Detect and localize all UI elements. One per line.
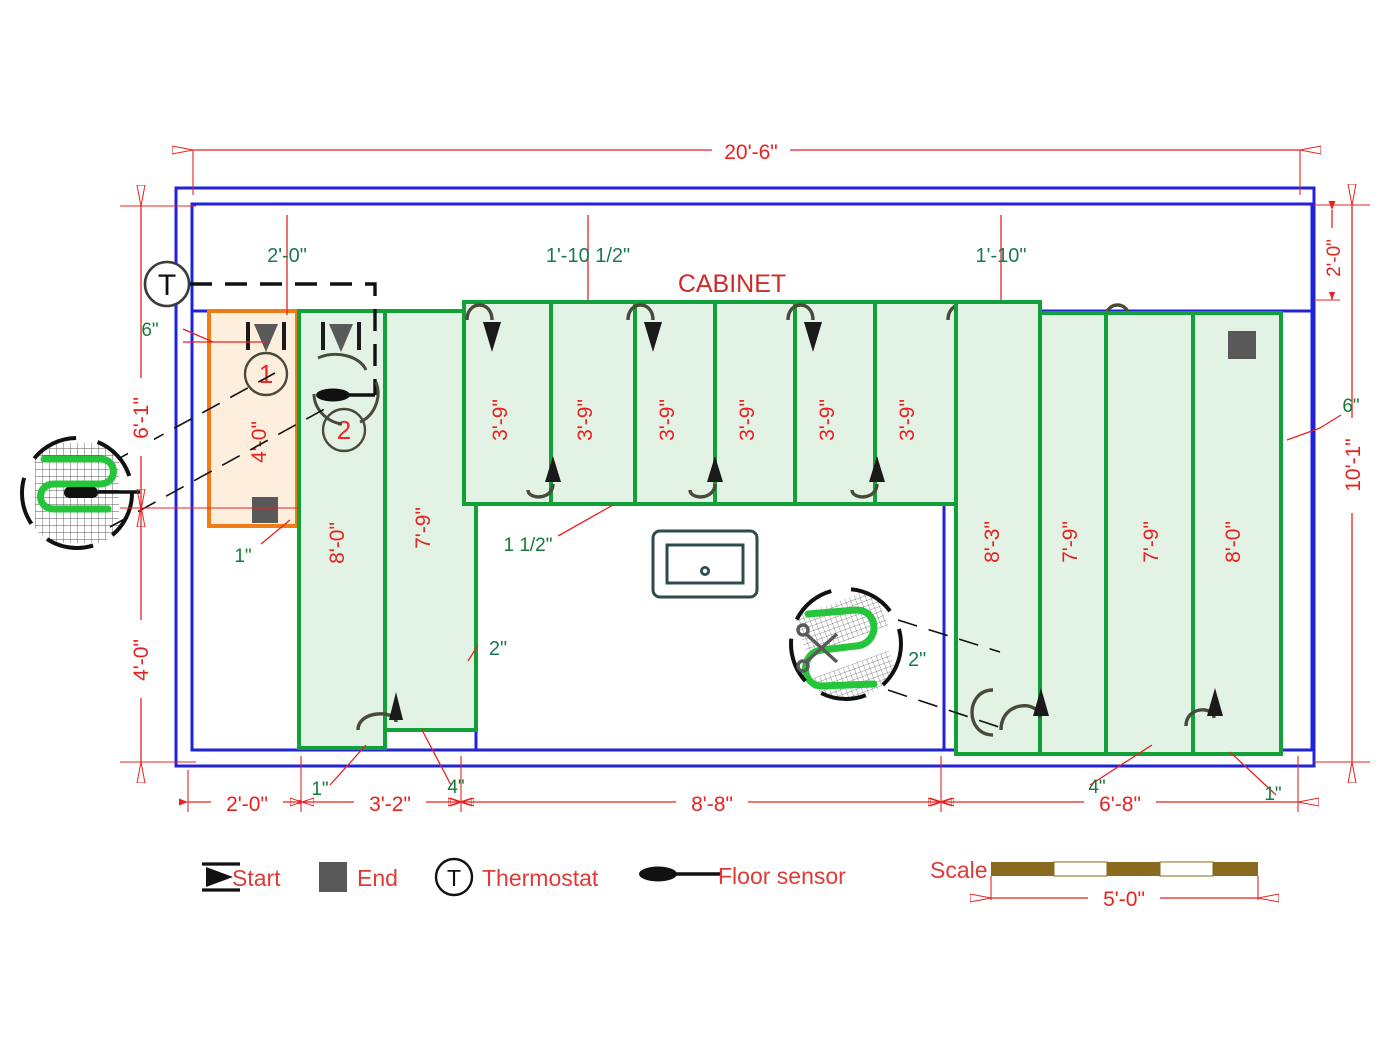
legend-item-start: Start bbox=[202, 862, 281, 892]
callout-bottom-4in-right: 4" bbox=[1088, 777, 1105, 798]
zone-bubble-2-label: 2 bbox=[337, 415, 351, 445]
dimension-right-top: 2'-0" bbox=[1324, 239, 1345, 277]
callout-1-5in: 1 1/2" bbox=[503, 535, 552, 556]
wall-outline-inner bbox=[190, 202, 1314, 752]
detail-bubble-left bbox=[20, 372, 331, 550]
cabinet-label: CABINET bbox=[678, 270, 786, 298]
end-icon bbox=[1228, 331, 1256, 359]
mat-label-r4: 8'-0" bbox=[1222, 521, 1245, 563]
dimension-bottom-3: 8'-8" bbox=[691, 793, 733, 816]
thermostat-icon: T bbox=[447, 865, 461, 891]
dimension-bottom-4: 6'-8" bbox=[1099, 793, 1141, 816]
legend-item-end: End bbox=[319, 862, 398, 892]
mat-label-r3: 7'-9" bbox=[1140, 521, 1163, 563]
mat-zone1[interactable]: 4'-0" 1 bbox=[207, 309, 299, 528]
top-callouts: 2'-0" 1'-10 1/2" 1'-10" bbox=[267, 215, 1026, 315]
sensor-conduit-line bbox=[190, 282, 377, 402]
legend-label-start: Start bbox=[232, 865, 281, 891]
mat-zone2-left[interactable]: 8'-0" 7'-9" 2 bbox=[297, 309, 478, 750]
sensor-coil-marks bbox=[312, 353, 380, 426]
turn-arrow bbox=[356, 692, 403, 731]
dimension-top-overall: 20'-6" bbox=[193, 138, 1300, 195]
mat-label-l1: 8'-0" bbox=[326, 522, 349, 564]
legend-item-floor-sensor: Floor sensor bbox=[639, 863, 846, 889]
mat-right-group[interactable]: 8'-3" 7'-9" 7'-9" 8'-0" bbox=[954, 300, 1283, 756]
dimension-left-lower: 4'-0" bbox=[130, 639, 153, 681]
dimension-bottom-1: 2'-0" bbox=[226, 793, 268, 816]
callout-bottom-4in-left: 4" bbox=[447, 777, 464, 798]
callout-left-6in: 6" bbox=[141, 320, 158, 341]
dimension-bottom-2: 3'-2" bbox=[369, 793, 411, 816]
mat-label-m3: 3'-9" bbox=[656, 399, 679, 441]
legend-label-thermostat: Thermostat bbox=[482, 865, 599, 891]
dimension-top-label: 20'-6" bbox=[724, 141, 778, 164]
scale-label: Scale bbox=[930, 857, 988, 883]
zone-bubble-1-label: 1 bbox=[259, 359, 273, 389]
wall-outline-outer bbox=[174, 186, 1316, 768]
callout-2in-left: 2" bbox=[489, 638, 507, 660]
mat-label-l2: 7'-9" bbox=[412, 507, 435, 549]
appliance-box bbox=[651, 529, 759, 599]
start-icon bbox=[246, 322, 286, 352]
zone-bubble-2 bbox=[321, 407, 367, 453]
floor-sensor-icon bbox=[639, 866, 677, 882]
zone-bubble-1 bbox=[243, 351, 289, 397]
scale-value: 5'-0" bbox=[1103, 888, 1145, 911]
mat-label-zone1: 4'-0" bbox=[248, 421, 271, 463]
scale-bar: Scale 5'-0" bbox=[930, 857, 1258, 911]
mat-middle-group[interactable]: 3'-9" 3'-9" 3'-9" 3'-9" 3'-9" 3'-9" bbox=[462, 300, 1139, 506]
mat-label-r1: 8'-3" bbox=[981, 521, 1004, 563]
scissors-icon bbox=[796, 623, 839, 673]
end-icon bbox=[252, 497, 278, 523]
dimension-left-upper: 6'-1" bbox=[130, 397, 153, 439]
dimension-bottom-chain: 2'-0" 3'-2" 8'-8" 6'-8" bbox=[179, 756, 1298, 816]
mat-label-m1: 3'-9" bbox=[489, 399, 512, 441]
scale-bar-graphic bbox=[991, 861, 1258, 877]
callout-right-6in: 6" bbox=[1342, 396, 1359, 417]
callout-bottom-1in-right: 1" bbox=[1264, 784, 1281, 805]
turn-arrow bbox=[970, 688, 1223, 737]
callout-top-3: 1'-10" bbox=[976, 245, 1027, 267]
start-icon bbox=[321, 322, 361, 352]
detail-right-label: 2" bbox=[908, 649, 926, 671]
mat-label-m5: 3'-9" bbox=[816, 399, 839, 441]
callout-1in-zone1: 1" bbox=[234, 546, 251, 567]
interior-callouts: 1" 2" 1 1/2" bbox=[234, 504, 614, 662]
callout-top-2: 1'-10 1/2" bbox=[546, 245, 630, 267]
thermostat-label: T bbox=[158, 269, 176, 302]
mat-label-m2: 3'-9" bbox=[574, 399, 597, 441]
legend-label-end: End bbox=[357, 865, 398, 891]
legend-label-floor-sensor: Floor sensor bbox=[718, 863, 846, 889]
thermostat-symbol[interactable]: T bbox=[143, 260, 191, 308]
callout-top-1: 2'-0" bbox=[267, 245, 307, 267]
dimension-left: 6'-1" 4'-0" 6" bbox=[120, 206, 300, 762]
floor-sensor-icon bbox=[316, 388, 350, 402]
legend-item-thermostat: T Thermostat bbox=[434, 857, 599, 897]
dimension-right: 10'-1" 2'-0" 6" bbox=[1286, 205, 1370, 762]
mat-label-r2: 7'-9" bbox=[1059, 521, 1082, 563]
mat-label-m6: 3'-9" bbox=[896, 399, 919, 441]
bottom-callouts: 1" 4" 4" 1" bbox=[311, 729, 1282, 805]
legend: Start End T Thermostat Floor sensor bbox=[202, 857, 846, 897]
dimension-right-overall: 10'-1" bbox=[1342, 438, 1365, 492]
mat-label-m4: 3'-9" bbox=[736, 399, 759, 441]
callout-bottom-1in-left: 1" bbox=[311, 779, 328, 800]
turn-arrow-up-group bbox=[526, 456, 885, 499]
detail-bubble-right: 2" bbox=[789, 587, 1009, 731]
